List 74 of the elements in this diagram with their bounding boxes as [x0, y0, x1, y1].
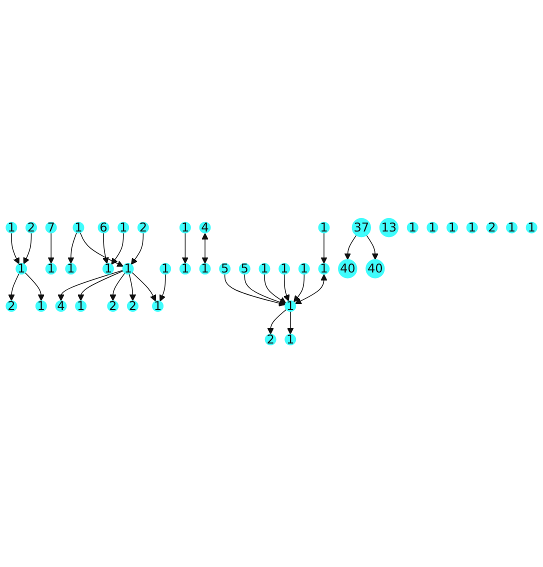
arrow — [130, 232, 144, 265]
node-circle: 1 — [318, 222, 330, 234]
node-circle: 13 — [379, 218, 399, 238]
arrow — [58, 270, 124, 301]
arrow — [111, 232, 124, 265]
arrow — [344, 234, 357, 260]
arrow — [78, 270, 124, 301]
arrow — [23, 232, 32, 264]
arrow — [293, 274, 305, 302]
node-circle: 1 — [6, 222, 18, 234]
arrow — [102, 232, 109, 264]
node-circle: 1 — [65, 263, 77, 275]
arrow — [68, 232, 77, 264]
node-circle: 1 — [446, 222, 458, 234]
node-circle: 1 — [258, 263, 270, 275]
node-circle: 1 — [179, 263, 191, 275]
node-circle: 2 — [26, 222, 37, 234]
node-circle: 1 — [102, 263, 114, 275]
arrow — [224, 274, 286, 306]
node-circle: 1 — [152, 300, 164, 312]
node-circle: 37 — [352, 218, 371, 238]
node-circle: 1 — [284, 334, 296, 346]
arrow — [48, 232, 54, 264]
node-circle: 1 — [35, 300, 47, 312]
arrow — [110, 272, 126, 301]
node-circle: 1 — [278, 263, 290, 275]
arrow — [287, 311, 294, 334]
node-circle: 1 — [284, 300, 296, 312]
node-circle: 4 — [55, 300, 67, 312]
node-circle: 1 — [506, 222, 518, 234]
node-circle: 2 — [264, 334, 276, 346]
node-circle: 1 — [298, 263, 310, 275]
arrow — [366, 234, 378, 260]
node-circle: 1 — [526, 222, 538, 234]
node-circle: 5 — [238, 263, 250, 275]
node-circle: 1 — [406, 222, 418, 234]
node-circle: 1 — [466, 222, 478, 234]
node-circle: 1 — [160, 263, 172, 275]
node-circle: 2 — [137, 222, 149, 234]
arrow — [264, 274, 286, 304]
arrow — [128, 274, 136, 301]
node-circle: 4 — [199, 222, 211, 234]
node-circle: 6 — [98, 222, 110, 234]
node-circle: 1 — [75, 300, 87, 312]
node-circle: 1 — [318, 263, 330, 275]
arrow — [182, 232, 189, 264]
arrow — [244, 274, 286, 306]
node-circle: 1 — [72, 222, 84, 234]
arrow — [267, 309, 287, 334]
arrow — [202, 232, 208, 264]
arrow — [320, 232, 328, 264]
node-circle: 1 — [199, 263, 211, 275]
node-circle: 1 — [426, 222, 438, 234]
node-circle: 40 — [338, 259, 358, 278]
arrow — [8, 273, 20, 301]
node-circle: 2 — [126, 300, 138, 312]
node-circle: 2 — [6, 300, 18, 312]
node-circle: 1 — [179, 222, 191, 234]
arrow — [159, 274, 166, 302]
node-circle: 1 — [16, 263, 28, 275]
arrow — [132, 272, 156, 302]
node-circle: 1 — [118, 222, 130, 234]
arrow — [80, 232, 124, 267]
node-circle: 2 — [107, 300, 119, 312]
node-circle: 2 — [486, 222, 498, 234]
arrow — [11, 232, 20, 264]
node-circle: 1 — [45, 263, 57, 275]
arrow — [24, 272, 44, 301]
node-circle: 7 — [45, 222, 57, 234]
node-circle: 40 — [366, 259, 385, 278]
node-circle: 5 — [219, 263, 231, 275]
arrow — [283, 274, 290, 302]
arrow — [294, 274, 328, 304]
node-circle: 1 — [122, 263, 134, 275]
